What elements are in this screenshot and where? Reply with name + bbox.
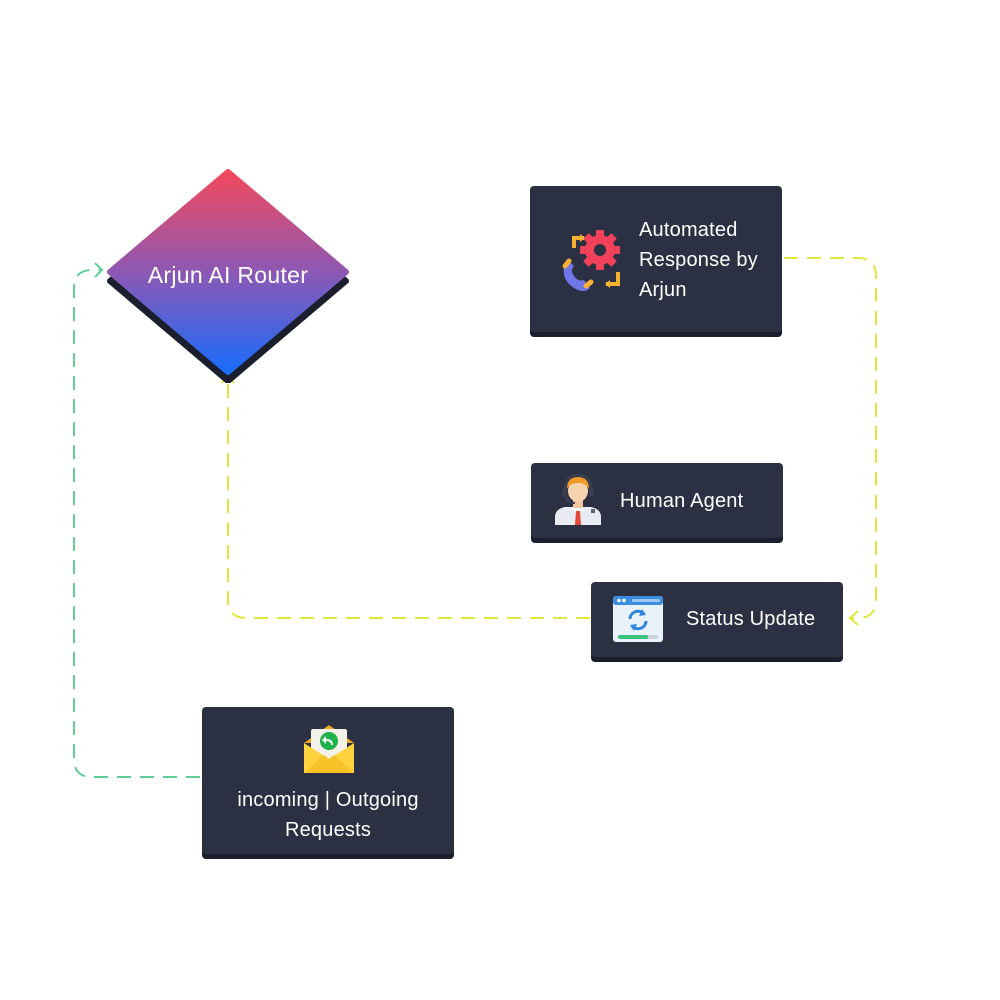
connector-status-to-router (227, 384, 590, 619)
arrowhead-status (848, 610, 859, 626)
human-agent-card[interactable]: Human Agent (531, 463, 783, 538)
requests-label: incoming | Outgoing Requests (237, 789, 419, 841)
router-label: Arjun AI Router (147, 262, 309, 288)
connector-auto-to-status (784, 257, 877, 619)
automated-response-card[interactable]: Automated Response by Arjun (530, 186, 782, 332)
status-update-card[interactable]: Status Update (591, 582, 843, 657)
router-node[interactable]: Arjun AI Router (106, 169, 350, 383)
browser-refresh-icon (612, 595, 664, 643)
envelope-reply-icon (302, 721, 356, 775)
support-agent-icon (553, 473, 603, 525)
automated-response-label: Automated Response by Arjun (639, 219, 758, 301)
arrowhead-router-left (94, 262, 104, 278)
human-agent-label: Human Agent (620, 490, 744, 512)
router-diamond-shape (107, 169, 349, 383)
requests-card[interactable]: incoming | Outgoing Requests (202, 707, 454, 854)
phone-gear-icon (560, 228, 624, 292)
connector-requests-to-router (73, 269, 200, 778)
status-update-label: Status Update (686, 608, 816, 630)
